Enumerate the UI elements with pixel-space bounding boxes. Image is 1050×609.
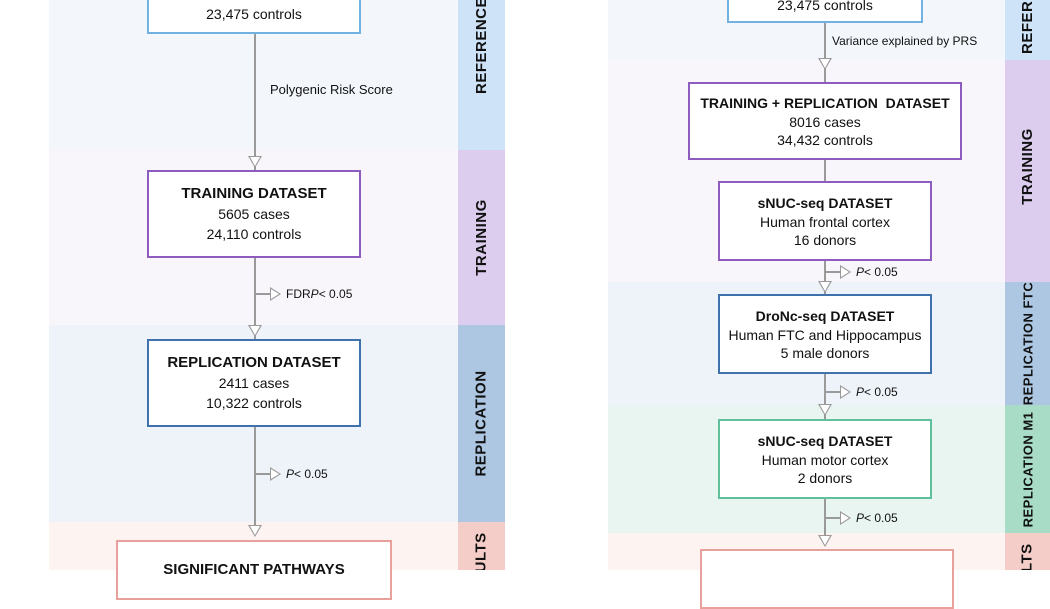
left-label-results: RESULTS: [458, 522, 505, 570]
left-reference-box: 23,475 controls: [147, 0, 361, 34]
left-replication-box: REPLICATION DATASET 2411 cases 10,322 co…: [147, 339, 361, 427]
filter-p: P < 0.05: [256, 467, 328, 481]
right-label-results: RESULTS: [1005, 533, 1050, 570]
right-reference-box: 23,475 controls: [727, 0, 923, 23]
filter-arrow-icon: [270, 287, 281, 301]
filter-p: P < 0.05: [826, 511, 898, 525]
left-label-replication: REPLICATION: [458, 325, 505, 522]
right-label-training: TRAINING: [1005, 60, 1050, 282]
arrow-head: [818, 404, 832, 416]
filter-arrow-icon: [840, 511, 851, 525]
right-dronc-box: DroNc-seq DATASET Human FTC and Hippocam…: [718, 294, 932, 374]
left-training-box: TRAINING DATASET 5605 cases 24,110 contr…: [147, 170, 361, 258]
arrow-head: [818, 281, 832, 293]
left-label-reference: REFERENCE: [458, 0, 505, 150]
filter-arrow-icon: [840, 385, 851, 399]
left-connector: [254, 33, 256, 533]
arrow-head: [248, 156, 262, 168]
arrow-head: [248, 525, 262, 537]
right-trainrep-box: TRAINING + REPLICATION DATASET 8016 case…: [688, 82, 962, 160]
right-snuc-m1-box: sNUC-seq DATASET Human motor cortex 2 do…: [718, 419, 932, 499]
filter-p: P < 0.05: [826, 385, 898, 399]
edge-label-variance: Variance explained by PRS: [832, 34, 978, 48]
edge-label-prs: Polygenic Risk Score: [270, 82, 393, 97]
right-label-replication-ftc: REPLICATION FTC: [1005, 282, 1050, 405]
left-label-training: TRAINING: [458, 150, 505, 325]
right-results-box: [700, 549, 954, 609]
filter-arrow-icon: [840, 265, 851, 279]
filter-p: P < 0.05: [826, 265, 898, 279]
filter-arrow-icon: [270, 467, 281, 481]
right-label-reference: REFERENCE: [1005, 0, 1050, 60]
left-results-box: SIGNIFICANT PATHWAYS: [116, 540, 392, 600]
arrow-head: [248, 325, 262, 337]
right-snuc-box: sNUC-seq DATASET Human frontal cortex 16…: [718, 181, 932, 261]
filter-fdr: FDR P < 0.05: [256, 287, 352, 301]
right-label-replication-m1: REPLICATION M1: [1005, 405, 1050, 533]
arrow-head: [818, 535, 832, 547]
arrow-head: [818, 58, 832, 70]
